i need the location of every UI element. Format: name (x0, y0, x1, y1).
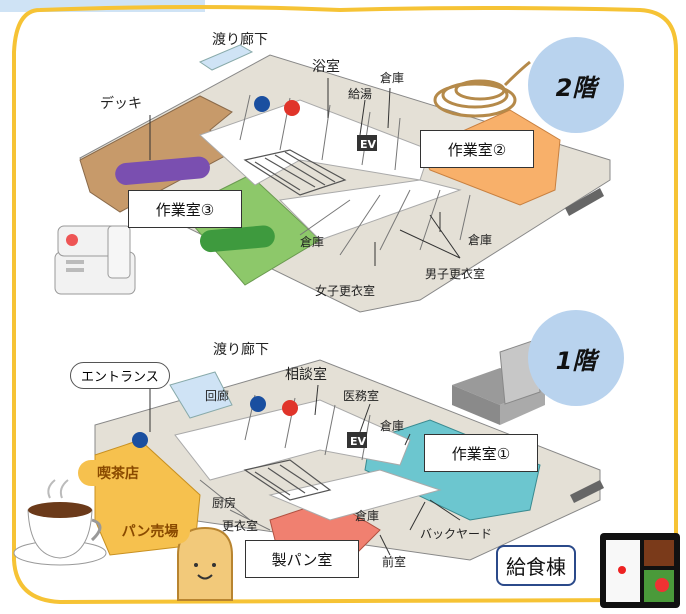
label-entrance: エントランス (70, 362, 170, 389)
coffee-cup-icon (13, 479, 107, 566)
label-locker-1f: 更衣室 (222, 519, 259, 533)
restroom-icon (282, 400, 298, 416)
floor-badge-1f: 1階 (528, 310, 624, 406)
label-storage-2f-right: 倉庫 (468, 233, 493, 247)
label-consult: 相談室 (285, 367, 327, 383)
sewing-machine-icon (54, 225, 136, 295)
label-cafe: 喫茶店 (78, 460, 158, 486)
label-kyuto: 給湯 (348, 87, 373, 101)
label-storage-2f-left: 倉庫 (300, 235, 325, 249)
label-bakery: 製パン室 (245, 540, 359, 578)
label-storage-1f-top: 倉庫 (380, 419, 405, 433)
label-watari-1f: 渡り廊下 (213, 342, 269, 358)
label-work2: 作業室② (420, 130, 534, 168)
floor-badge-2f: 2階 (528, 37, 624, 133)
ev-label-1f: EV (350, 435, 367, 448)
label-kairou: 回廊 (205, 389, 230, 403)
label-bath: 浴室 (312, 59, 340, 75)
label-backyard: バックヤード (420, 527, 493, 541)
label-work3: 作業室③ (128, 190, 242, 228)
wheelchair-icon (132, 432, 148, 448)
restroom-icon (250, 396, 266, 412)
rope-icon (433, 60, 531, 118)
bento-icon (600, 533, 680, 608)
label-watari-2f: 渡り廊下 (212, 32, 268, 48)
label-bread-shop: パン売場 (110, 518, 190, 544)
label-kyushoku-building: 給食棟 (496, 545, 576, 586)
restroom-icon (284, 100, 300, 116)
label-front-room: 前室 (382, 555, 407, 569)
label-kitchen: 厨房 (212, 496, 237, 510)
floor1-plan: EV (94, 359, 604, 561)
restroom-icon (254, 96, 270, 112)
label-deck: デッキ (100, 96, 142, 112)
box-icon (452, 339, 545, 425)
label-mens-locker: 男子更衣室 (425, 267, 486, 281)
floor2-plan: EV (79, 44, 611, 313)
label-storage-2f-top: 倉庫 (380, 71, 405, 85)
label-womens-locker: 女子更衣室 (315, 284, 376, 298)
label-storage-1f-bottom: 倉庫 (355, 509, 380, 523)
ev-label-2f: EV (360, 138, 377, 151)
label-medical: 医務室 (343, 389, 380, 403)
frame-border (12, 5, 678, 605)
label-work1: 作業室① (424, 434, 538, 472)
